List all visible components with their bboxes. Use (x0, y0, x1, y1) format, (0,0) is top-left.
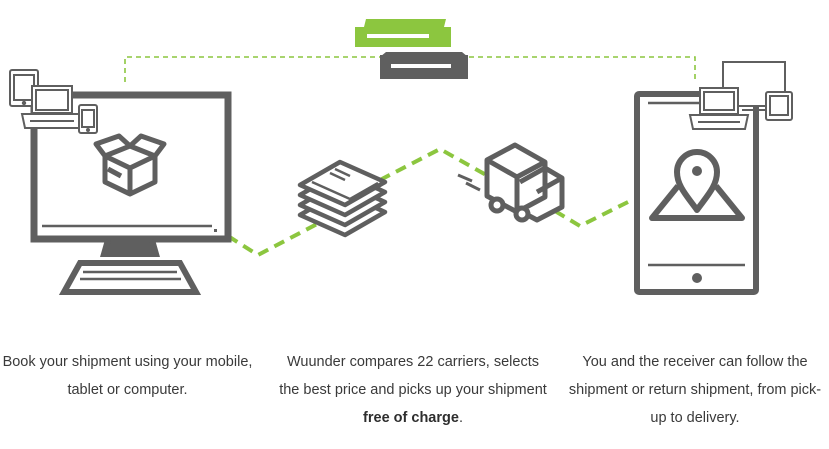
phone-icon (78, 104, 98, 134)
map-pin-icon (649, 149, 745, 221)
laptop-right-icon (688, 87, 750, 130)
step-2-caption: Wuunder compares 22 carriers, selects th… (278, 348, 548, 432)
step-2-text: Wuunder compares 22 carriers, selects th… (279, 354, 547, 398)
dashed-link-path (226, 146, 629, 258)
step-2-highlight: free of charge (363, 410, 459, 426)
process-illustration (9, 19, 793, 295)
large-tablet-icon (634, 91, 759, 295)
truck-icon (457, 142, 565, 223)
box-icon (93, 133, 167, 197)
laptop-icon (20, 85, 84, 129)
step-1-text: Book your shipment using your mobile, ta… (2, 354, 253, 398)
monitor-icon (30, 91, 232, 295)
message-card-icon (355, 19, 468, 79)
tablet-right-icon (765, 91, 793, 121)
step-2-text-end: . (458, 410, 463, 426)
step-3-caption: You and the receiver can follow the ship… (566, 348, 824, 432)
step-1-caption: Book your shipment using your mobile, ta… (0, 348, 255, 404)
money-icon (297, 159, 388, 238)
step-3-text: You and the receiver can follow the ship… (568, 354, 822, 426)
